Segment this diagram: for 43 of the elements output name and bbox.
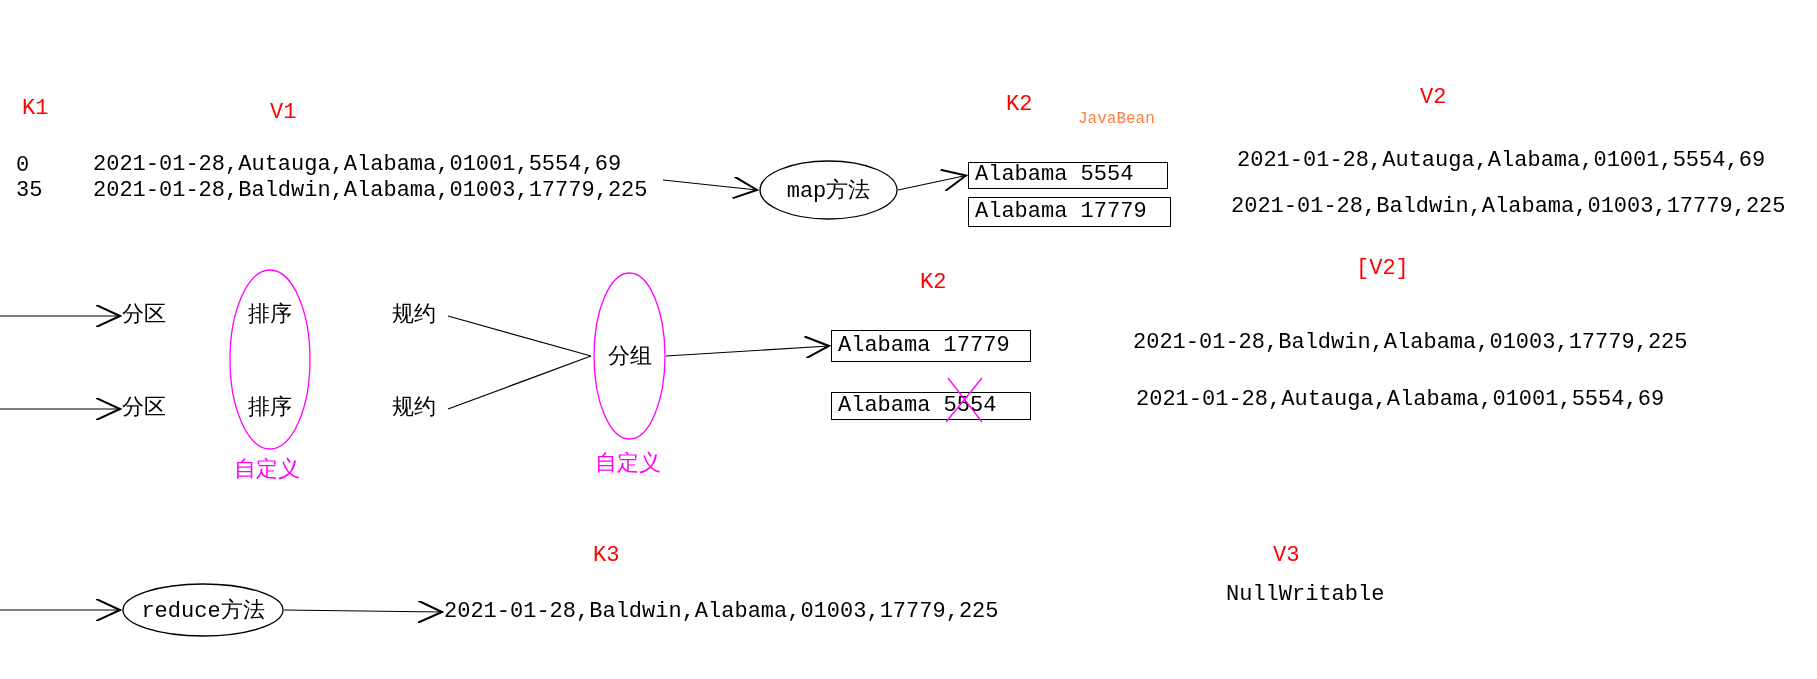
grouping-ellipse: 分组 [593,272,666,440]
record-text: 2021-01-28,Baldwin,Alabama,01003,17779,225 [1231,194,1786,220]
arrow [0,397,121,421]
record-text: 2021-01-28,Baldwin,Alabama,01003,17779,225 [444,597,1004,627]
step-label: 规约 [392,393,448,425]
field-label: JavaBean [1078,109,1155,130]
connector-line [447,355,592,410]
field-label: K2 [1006,92,1033,118]
field-label: [V2] [1356,256,1409,282]
arrow [662,175,758,200]
record-text: 2021-01-28,Autauga,Alabama,01001,5554,69 [1237,148,1766,174]
method-ellipse: map方法 [759,160,898,220]
step-label: 分区 [122,393,178,425]
record-text: 35 [16,178,43,204]
field-label: K2 [920,270,947,296]
arrow [0,304,121,328]
step-label: 排序 [247,396,293,422]
record-text: 2021-01-28,Autauga,Alabama,01001,5554,69 [1136,387,1665,413]
key-box: Alabama 5554 [968,162,1168,189]
custom-sort-ellipse [229,269,311,450]
connector-line [447,315,592,357]
key-box: Alabama 17779 [968,197,1171,227]
record-text: 2021-01-28,Baldwin,Alabama,01003,17779,225 [93,178,649,204]
arrow [283,599,443,624]
step-label: 规约 [392,300,448,332]
field-label: V2 [1420,85,1447,111]
record-text: 2021-01-28,Baldwin,Alabama,01003,17779,225 [1133,330,1688,356]
field-label: V1 [270,100,297,126]
record-text: 0 [16,153,30,179]
field-label: V3 [1273,543,1300,569]
field-label: K3 [593,543,620,569]
arrow [897,168,967,193]
field-label: K1 [22,96,49,122]
key-box: Alabama 17779 [831,330,1031,362]
method-ellipse: reduce方法 [122,583,284,637]
arrow [665,335,830,360]
annotation-text: 自定义 [595,452,661,478]
annotation-text: 自定义 [234,458,300,484]
step-label: 分区 [122,300,178,332]
record-text: NullWritable [1226,582,1385,608]
record-text: 2021-01-28,Autauga,Alabama,01001,5554,69 [93,152,623,178]
step-label: 排序 [247,303,293,329]
arrow [0,598,121,622]
